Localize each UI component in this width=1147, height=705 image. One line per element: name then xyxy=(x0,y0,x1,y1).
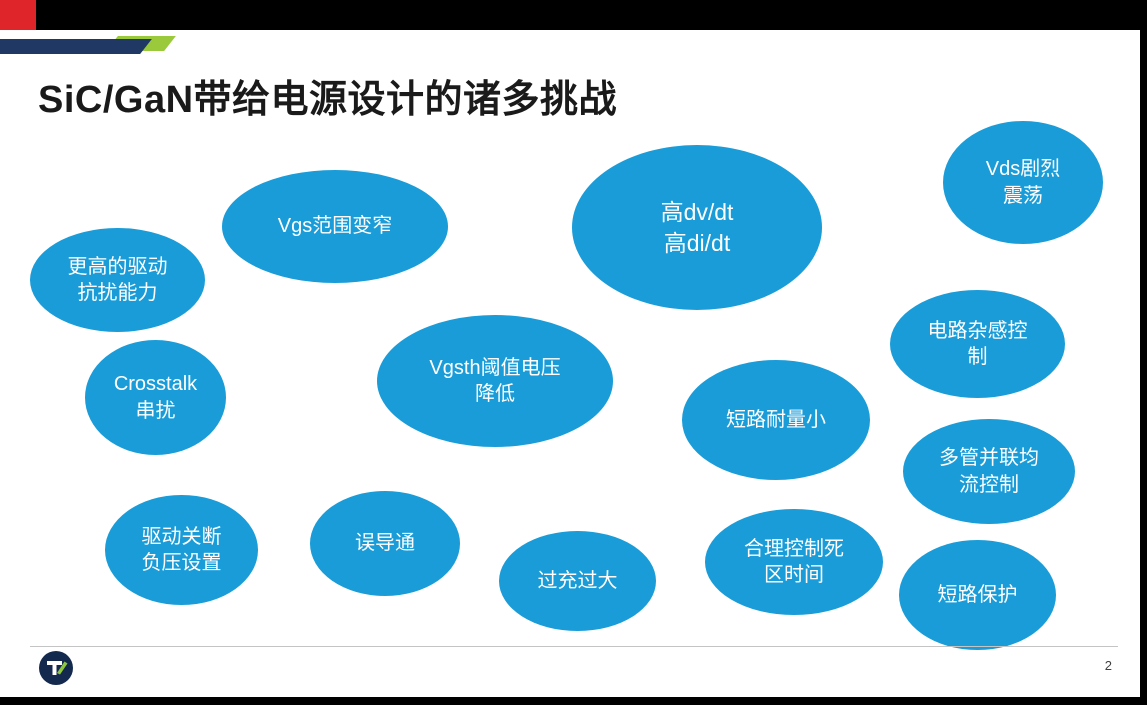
bubble-label: 误导通 xyxy=(355,532,415,555)
bubble-label: 驱动关断 负压设置 xyxy=(141,525,222,574)
bubble-label: 短路耐量小 xyxy=(726,408,826,431)
top-letterbox-bar xyxy=(0,0,1147,30)
challenge-bubble-dead-time-control: 合理控制死 区时间 xyxy=(705,509,883,615)
challenge-bubble-parallel-current-sharing: 多管并联均 流控制 xyxy=(903,419,1075,524)
challenge-bubble-vgsth-threshold-decrease: Vgsth阈值电压 降低 xyxy=(377,315,613,447)
challenge-bubble-vds-oscillation: Vds剧烈 震荡 xyxy=(943,121,1103,244)
red-corner-block xyxy=(0,0,36,30)
challenge-bubble-excessive-overshoot: 过充过大 xyxy=(499,531,656,631)
footer-divider xyxy=(30,646,1118,647)
challenge-bubble-high-dvdt-didt: 高dv/dt 高di/dt xyxy=(572,145,822,310)
bubble-label: 更高的驱动 抗扰能力 xyxy=(67,255,168,304)
slide-title: SiC/GaN带给电源设计的诸多挑战 xyxy=(38,79,618,121)
bubble-label: 高dv/dt 高di/dt xyxy=(660,199,734,256)
bubble-label: 多管并联均 流控制 xyxy=(939,447,1039,496)
bottom-letterbox-bar xyxy=(0,697,1147,705)
bubble-label: 过充过大 xyxy=(537,569,618,592)
accent-navy-stripe xyxy=(0,39,152,54)
bubble-label: Vgs范围变窄 xyxy=(277,215,393,238)
bubble-label: Vgsth阈值电压 降低 xyxy=(429,356,561,405)
challenge-bubble-false-turn-on: 误导通 xyxy=(310,491,460,596)
tk-logo-icon xyxy=(38,650,74,686)
challenge-bubble-short-circuit-tolerance: 短路耐量小 xyxy=(682,360,870,480)
challenge-bubble-short-circuit-protection: 短路保护 xyxy=(899,540,1056,650)
bubble-label: 合理控制死 区时间 xyxy=(744,537,844,586)
bubble-label: 电路杂感控 制 xyxy=(927,319,1028,368)
challenge-bubble-vgs-range-narrowing: Vgs范围变窄 xyxy=(222,170,448,283)
bubble-label: 短路保护 xyxy=(937,583,1018,606)
right-letterbox-bar xyxy=(1140,30,1147,697)
bubble-label: Vds剧烈 震荡 xyxy=(985,158,1061,207)
challenge-bubble-higher-drive-immunity: 更高的驱动 抗扰能力 xyxy=(30,228,205,332)
challenge-bubble-gate-off-negative-voltage: 驱动关断 负压设置 xyxy=(105,495,258,605)
challenge-bubble-stray-inductance-control: 电路杂感控 制 xyxy=(890,290,1065,398)
page-number: 2 xyxy=(1104,658,1112,673)
challenge-bubble-crosstalk: Crosstalk 串扰 xyxy=(85,340,226,455)
bubble-label: Crosstalk 串扰 xyxy=(113,373,198,422)
